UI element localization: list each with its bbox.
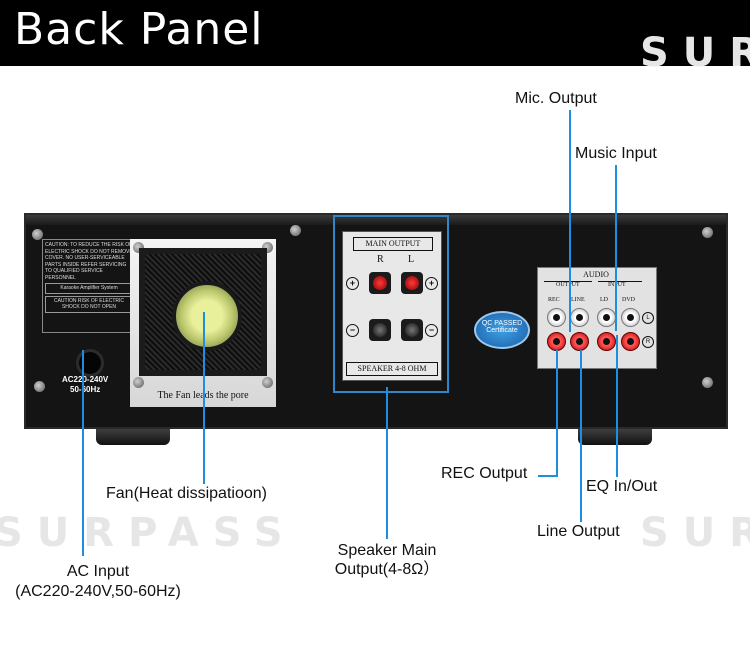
line-output-label: Line Output <box>537 523 620 540</box>
page-title: Back Panel <box>14 4 264 55</box>
ac-input-line-2: (AC220-240V,50-60Hz) <box>15 583 181 600</box>
header-bar: Back Panel <box>0 0 750 66</box>
speaker-terminal-l-plus <box>401 272 423 294</box>
amplifier-back-panel: CAUTION: TO REDUCE THE RISK OF ELECTRIC … <box>24 213 728 445</box>
screw-icon <box>34 381 45 392</box>
plus-icon: + <box>425 277 438 290</box>
speaker-terminal-r-plus <box>369 272 391 294</box>
ld-column-label: LD <box>600 297 608 303</box>
panel-face: CAUTION: TO REDUCE THE RISK OF ELECTRIC … <box>24 213 728 429</box>
screw-icon <box>702 227 713 238</box>
mic-output-line <box>569 110 571 332</box>
right-channel-mark: R <box>642 336 654 348</box>
line-left-jack <box>570 308 589 327</box>
ac-voltage: AC220-240V <box>62 375 109 384</box>
badge-line-1: QC PASSED <box>481 320 523 327</box>
channel-l-label: L <box>408 254 415 265</box>
watermark-right: SURPASS <box>640 510 750 556</box>
warning-text: CAUTION: TO REDUCE THE RISK OF ELECTRIC … <box>45 242 133 281</box>
minus-icon: − <box>346 324 359 337</box>
output-group-label: OUTPUT <box>556 282 580 288</box>
mic-output-label: Mic. Output <box>515 90 597 107</box>
ac-label: AC220-240V 50-60Hz <box>62 375 108 395</box>
ac-frequency: 50-60Hz <box>70 385 101 394</box>
speaker-main-line-1: Speaker Main <box>337 542 437 559</box>
speaker-impedance-label: SPEAKER 4-8 OHM <box>346 362 438 376</box>
watermark-top: SURPASS <box>640 30 750 76</box>
rec-column-label: REC <box>548 297 560 303</box>
rec-output-tick <box>538 475 558 477</box>
panel-top-edge <box>26 215 726 225</box>
warning-label: CAUTION: TO REDUCE THE RISK OF ELECTRIC … <box>42 239 136 333</box>
ld-left-jack <box>597 308 616 327</box>
minus-icon: − <box>425 324 438 337</box>
qc-certificate-badge: QC PASSED Certificate <box>474 311 530 349</box>
line-right-jack <box>570 332 589 351</box>
plus-icon: + <box>346 277 359 290</box>
left-channel-mark: L <box>642 312 654 324</box>
screw-icon <box>32 229 43 240</box>
ld-right-jack <box>597 332 616 351</box>
channel-r-label: R <box>377 254 384 265</box>
speaker-main-label: Speaker Main Output(4-8Ω） <box>322 541 452 579</box>
output-divider <box>544 281 592 282</box>
eq-in-out-label: EQ In/Out <box>586 478 658 495</box>
rec-output-label: REC Output <box>441 465 528 482</box>
screw-icon <box>290 225 301 236</box>
speaker-terminal-r-minus <box>369 319 391 341</box>
left-foot <box>96 427 170 445</box>
screw-icon <box>133 377 144 388</box>
fan-label: Fan(Heat dissipatioon) <box>106 485 267 502</box>
rec-output-line <box>556 350 558 476</box>
line-output-line <box>580 350 582 522</box>
ac-input-line <box>82 350 84 556</box>
line-column-label: LINE <box>571 297 585 303</box>
right-foot <box>578 427 652 445</box>
speaker-main-line <box>386 387 388 539</box>
rec-left-jack <box>547 308 566 327</box>
watermark-left: SURPASS <box>0 510 297 556</box>
music-input-label: Music Input <box>575 145 657 162</box>
dvd-column-label: DVD <box>622 297 635 303</box>
audio-jack-plate: AUDIO OUTPUT INPUT REC LINE LD DVD L R <box>537 267 657 369</box>
warning-system: Karaoke Amplifier System <box>45 283 133 294</box>
speaker-terminal-l-minus <box>401 319 423 341</box>
screw-icon <box>262 377 273 388</box>
dvd-right-jack <box>621 332 640 351</box>
main-output-plate: MAIN OUTPUT R L + + − − SPEAKER 4-8 OHM <box>342 231 442 381</box>
eq-line <box>616 335 618 477</box>
music-input-line <box>615 165 617 331</box>
screw-icon <box>133 242 144 253</box>
main-output-highlight: MAIN OUTPUT R L + + − − SPEAKER 4-8 OHM <box>333 215 449 393</box>
badge-line-2: Certificate <box>486 327 518 334</box>
screw-icon <box>262 242 273 253</box>
screw-icon <box>702 377 713 388</box>
ac-power-socket <box>76 349 104 377</box>
audio-title: AUDIO <box>583 270 609 279</box>
dvd-left-jack <box>621 308 640 327</box>
ac-input-line-1: AC Input <box>66 563 130 580</box>
main-output-title: MAIN OUTPUT <box>353 237 433 251</box>
input-divider <box>598 281 642 282</box>
speaker-main-line-2: Output(4-8Ω） <box>334 561 440 578</box>
fan-grill <box>139 248 267 376</box>
warning-caution: CAUTION RISK OF ELECTRIC SHOCK DO NOT OP… <box>45 295 133 313</box>
rec-right-jack <box>547 332 566 351</box>
fan-icon <box>172 281 242 351</box>
fan-line <box>203 312 205 484</box>
ac-input-label: AC Input (AC220-240V,50-60Hz) <box>0 562 196 602</box>
